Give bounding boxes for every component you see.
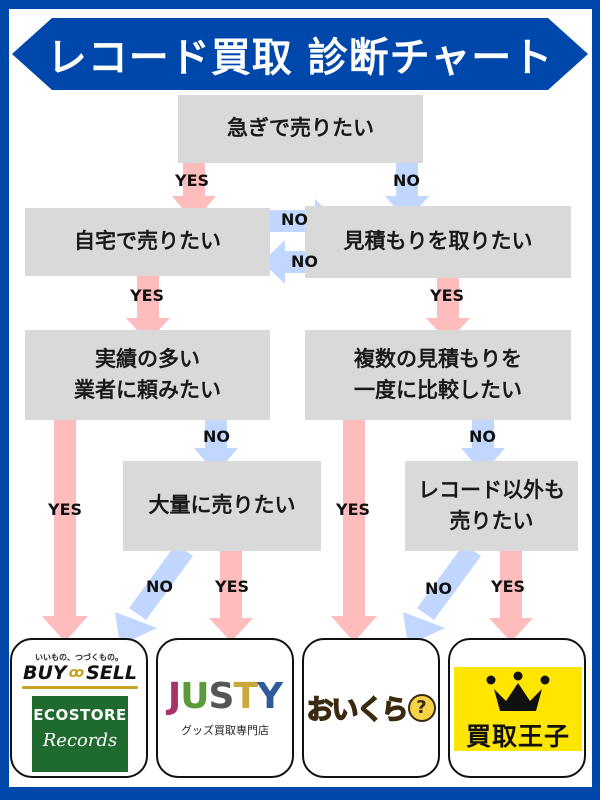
ecostore-logo: ECOSTORE Records [32,696,128,772]
buysell-logo: BUY ꝏ SELL [22,662,138,684]
page-title: レコード買取 診断チャート [46,35,554,81]
result-buysell-ecostore[interactable]: いいもの、つづくもの。 BUY ꝏ SELL ECOSTORE Records [10,638,148,778]
question-sell-from-home: 自宅で売りたい [25,208,270,276]
label-no: NO [469,427,496,446]
result-oikura[interactable]: おいくら ? [302,638,440,778]
label-yes: YES [491,577,526,596]
question-sell-in-bulk: 大量に売りたい [123,461,321,551]
justy-subtitle: グッズ買取専門店 [181,724,269,737]
question-experienced-dealer: 実績の多い 業者に頼みたい [25,330,270,420]
label-no: NO [291,252,318,271]
buysell-underline [22,686,138,689]
result-justy[interactable]: JUSTY グッズ買取専門店 [156,638,294,778]
label-yes: YES [175,171,210,190]
kaitori-ouji-logo: 買取王子 [454,667,582,751]
label-no: NO [393,171,420,190]
crown-icon [486,671,550,711]
label-yes: YES [430,286,465,305]
label-no: NO [146,577,173,596]
question-urgent: 急ぎで売りたい [178,95,423,163]
title-banner: レコード買取 診断チャート [12,18,588,90]
arrow-q5-yes [331,404,377,642]
label-yes: YES [48,500,83,519]
arrow-q6-yes [209,546,253,642]
justy-logo: JUSTY [167,676,283,717]
question-mark-icon: ? [407,693,436,722]
label-yes: YES [336,500,371,519]
question-compare-estimates: 複数の見積もりを 一度に比較したい [305,330,571,420]
oikura-logo: おいくら ? [306,688,436,727]
arrow-q7-yes [489,546,533,642]
label-yes: YES [130,286,165,305]
banner-shape [12,18,588,90]
question-get-estimate: 見積もりを取りたい [305,206,571,278]
label-no: NO [203,427,230,446]
question-sell-non-records: レコード以外も 売りたい [405,461,578,551]
label-no: NO [425,579,452,598]
label-no: NO [281,210,308,229]
arrow-q6-no [115,544,193,645]
arrow-q4-yes [42,404,88,642]
buysell-tagline: いいもの、つづくもの。 [35,653,123,662]
arrow-q7-no [403,544,481,645]
label-yes: YES [215,577,250,596]
ribbon-icon: ꝏ [68,665,85,681]
result-kaitori-ouji[interactable]: 買取王子 [448,638,586,778]
